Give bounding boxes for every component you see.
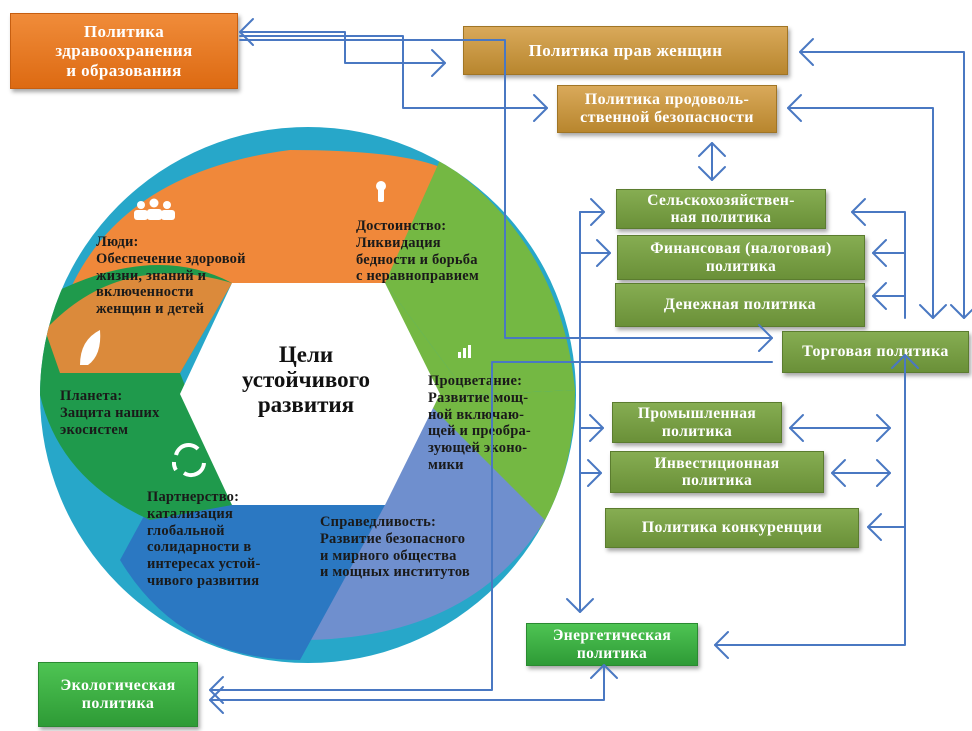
box-industrial-policy[interactable]: Промышленная политика <box>612 402 782 443</box>
box-investment-policy[interactable]: Инвестиционная политика <box>610 451 824 493</box>
box-women-rights-label: Политика прав женщин <box>528 40 723 60</box>
box-agricultural-policy[interactable]: Сельскохозяйствен- ная политика <box>616 189 826 229</box>
segment-justice-text: Справедливость: Развитие безопасного и м… <box>320 514 470 581</box>
box-agricultural-label: Сельскохозяйствен- ная политика <box>647 191 795 226</box>
box-investment-label: Инвестиционная политика <box>654 454 780 489</box>
box-industrial-label: Промышленная политика <box>637 405 757 440</box>
segment-dignity-text: Достоинство: Ликвидация бедности и борьб… <box>356 218 479 285</box>
segment-planet-text: Планета: Защита наших экосистем <box>60 388 160 438</box>
box-competition-policy[interactable]: Политика конкуренции <box>605 508 859 548</box>
box-monetary-policy[interactable]: Денежная политика <box>615 283 865 327</box>
cycle-icon <box>171 443 206 477</box>
box-financial-policy[interactable]: Финансовая (налоговая) политика <box>617 235 865 280</box>
box-ecological-policy[interactable]: Экологическая политика <box>38 662 198 727</box>
box-food-security-policy[interactable]: Политика продоволь- ственной безопасност… <box>557 85 777 133</box>
center-title: Цели устойчивого развития <box>241 342 371 417</box>
segment-prosperity-text: Процветание: Развитие мощ- ной включаю- … <box>428 373 531 474</box>
box-trade-label: Торговая политика <box>802 343 949 361</box>
box-energy-label: Энергетическая политика <box>552 627 672 662</box>
bar-chart-icon <box>458 345 471 358</box>
leaf-icon <box>80 330 101 365</box>
segment-people-text: Люди: Обеспечение здоровой жизни, знаний… <box>96 234 246 318</box>
segment-partnership-text: Партнерство: катализация глобальной соли… <box>147 489 261 590</box>
box-health-education-policy[interactable]: Политика здравоохранения и образования <box>10 13 238 89</box>
box-women-rights-policy[interactable]: Политика прав женщин <box>463 26 788 75</box>
box-health-education-label: Политика здравоохранения и образования <box>55 22 193 80</box>
box-financial-label: Финансовая (налоговая) политика <box>650 240 832 275</box>
box-trade-policy[interactable]: Торговая политика <box>782 331 969 373</box>
box-food-security-label: Политика продоволь- ственной безопасност… <box>580 91 754 126</box>
box-ecological-label: Экологическая политика <box>60 676 176 712</box>
box-monetary-label: Денежная политика <box>663 296 817 314</box>
box-energy-policy[interactable]: Энергетическая политика <box>526 623 698 666</box>
box-competition-label: Политика конкуренции <box>641 519 823 537</box>
people-icon <box>134 198 175 220</box>
